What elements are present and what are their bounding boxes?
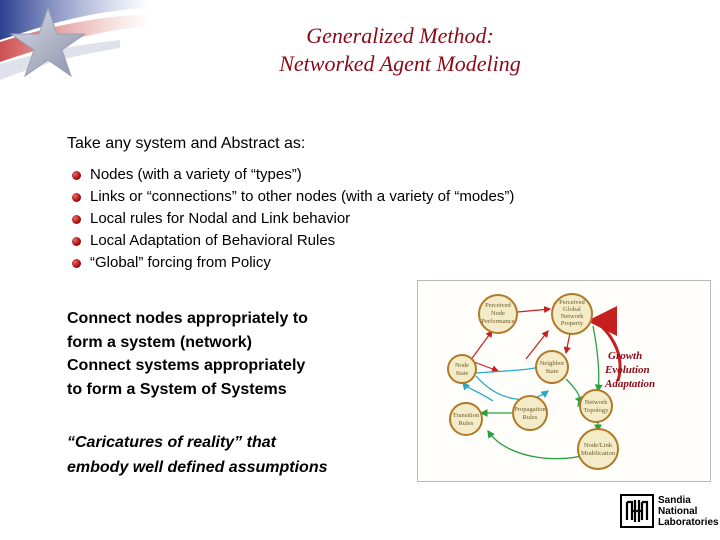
bullet-dot-icon — [72, 170, 81, 180]
diagram-node: Node/Link Modification — [577, 428, 619, 470]
intro-text: Take any system and Abstract as: — [67, 135, 306, 152]
connect-line: Connect systems appropriately — [67, 357, 306, 374]
node-label: Transition — [453, 412, 480, 419]
node-label: Rules — [523, 414, 538, 421]
node-label: State — [546, 368, 559, 375]
quote-line: “Caricatures of reality” that — [67, 434, 276, 451]
node-label: Perceived — [485, 302, 511, 309]
node-label: Topology — [584, 407, 610, 414]
sandia-line: Laboratories — [658, 516, 719, 528]
sandia-line: Sandia — [658, 494, 691, 506]
caricatures-quote: “Caricatures of reality” that embody wel… — [67, 430, 407, 480]
connect-paragraph: Connect nodes appropriately to form a sy… — [67, 307, 397, 401]
growth-label: Growth — [608, 350, 642, 362]
node-label: Global — [563, 306, 581, 313]
bullet-dot-icon — [72, 258, 81, 268]
bullet-item: “Global” forcing from Policy — [72, 252, 514, 274]
connect-line: Connect nodes appropriately to — [67, 310, 308, 327]
connect-line: form a system (network) — [67, 333, 252, 351]
title-line-1: Generalized Method: — [306, 23, 494, 48]
star-emblem-icon — [0, 0, 150, 80]
node-label: Network — [561, 313, 584, 320]
growth-label: Adaptation — [604, 378, 655, 390]
bullet-item: Nodes (with a variety of “types”) — [72, 164, 514, 186]
node-label: State — [456, 370, 469, 377]
diagram-node: Transition Rules — [449, 402, 483, 436]
node-label: Propagation — [514, 406, 546, 413]
diagram-node: Perceived Node Performance — [478, 294, 518, 334]
sandia-logo: Sandia National Laboratories — [620, 494, 719, 528]
bullet-text: Nodes (with a variety of “types”) — [90, 166, 302, 183]
bullet-dot-icon — [72, 192, 81, 202]
connect-line: to form a System of Systems — [67, 380, 287, 398]
node-label: Neighbor — [540, 360, 565, 367]
bullet-text: “Global” forcing from Policy — [90, 254, 271, 271]
diagram-node: Neighbor State — [535, 350, 569, 384]
bullet-text: Links or “connections” to other nodes (w… — [90, 188, 515, 205]
sandia-thunderbird-logo-icon — [620, 494, 654, 528]
node-label: Rules — [459, 420, 474, 427]
diagram-node: Node State — [447, 354, 477, 384]
node-label: Modification — [581, 450, 616, 457]
bullet-dot-icon — [72, 236, 81, 246]
node-label: Node/Link — [584, 442, 613, 449]
quote-line: embody well defined assumptions — [67, 459, 328, 476]
bullet-dot-icon — [72, 214, 81, 224]
bullet-item: Local rules for Nodal and Link behavior — [72, 208, 514, 230]
growth-label: Evolution — [604, 364, 650, 376]
node-label: Network — [585, 399, 608, 406]
node-label: Node — [455, 362, 469, 369]
network-diagram: Perceived Node Performance Perceived Glo… — [417, 280, 711, 482]
title-line-2: Networked Agent Modeling — [279, 51, 521, 76]
bullet-item: Links or “connections” to other nodes (w… — [72, 186, 514, 208]
sandia-line: National — [658, 505, 698, 517]
diagram-node: Perceived Global Network Property — [551, 293, 593, 335]
bullet-text: Local Adaptation of Behavioral Rules — [90, 232, 336, 249]
slide-title: Generalized Method: Networked Agent Mode… — [150, 22, 650, 78]
bullet-text: Local rules for Nodal and Link behavior — [90, 210, 351, 227]
node-label: Node — [491, 310, 505, 317]
node-label: Performance — [481, 318, 514, 325]
sandia-wordmark: Sandia National Laboratories — [658, 495, 719, 528]
diagram-node: Propagation Rules — [512, 395, 548, 431]
network-diagram-svg: Perceived Node Performance Perceived Glo… — [447, 293, 655, 470]
node-label: Property — [561, 320, 584, 327]
node-label: Perceived — [559, 299, 585, 306]
bullet-item: Local Adaptation of Behavioral Rules — [72, 230, 514, 252]
diagram-node: Network Topology — [579, 389, 613, 423]
bullet-list: Nodes (with a variety of “types”) Links … — [72, 164, 514, 274]
